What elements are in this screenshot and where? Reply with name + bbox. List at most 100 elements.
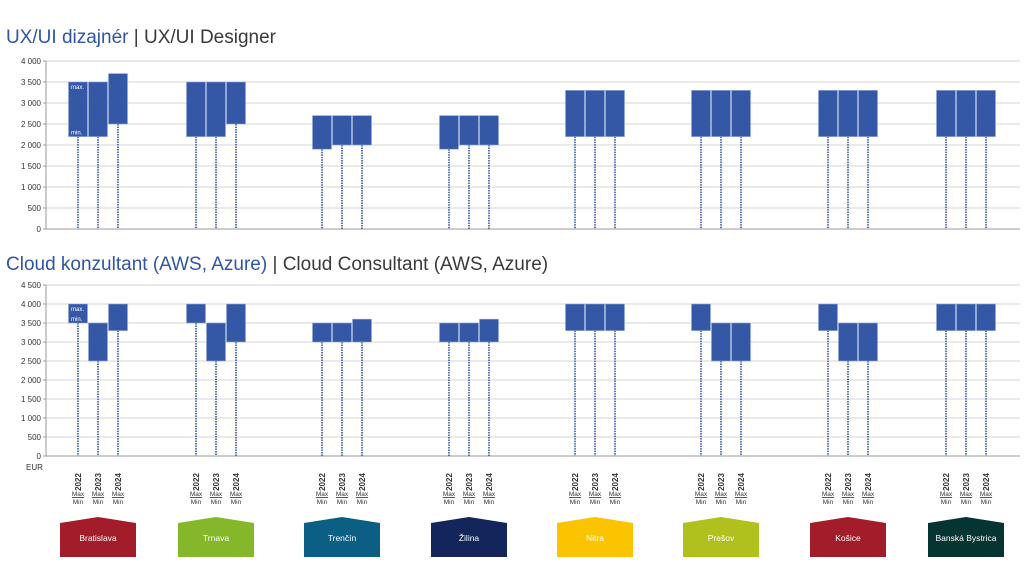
x-min-label: Min [191,499,202,506]
x-max-label: Max [609,491,622,498]
range-bar [838,322,858,362]
title-en: UX/UI Designer [144,27,276,48]
x-max-label: Max [463,491,476,498]
x-year-label: 2024 [864,473,873,491]
y-tick-label: 1 000 [21,183,42,192]
x-year-label: 2023 [212,473,221,491]
x-year-label: 2024 [114,473,123,491]
x-year-label: 2023 [717,473,726,491]
x-min-label: Min [610,499,621,506]
range-bar [585,90,605,137]
x-min-label: Min [231,499,242,506]
x-year-label: 2022 [74,473,83,491]
x-year-label: 2024 [982,473,991,491]
range-bar [936,303,956,331]
range-bar [479,115,499,146]
title-sk: Cloud konzultant (AWS, Azure) [6,254,268,275]
x-year-label: 2022 [445,473,454,491]
chart-title-cloud: Cloud konzultant (AWS, Azure) | Cloud Co… [6,254,548,276]
title-sep: | [267,254,283,275]
y-tick-label: 0 [37,452,42,461]
x-max-label: Max [980,491,993,498]
bar-min-label: min. [71,131,83,137]
x-max-label: Max [960,491,973,498]
x-max-label: Max [822,491,835,498]
y-tick-label: 2 500 [21,357,42,366]
y-tick-label: 2 000 [21,141,42,150]
range-bar [838,90,858,137]
range-bar [858,322,878,362]
y-tick-label: 4 000 [21,57,42,66]
y-tick-label: 1 000 [21,414,42,423]
x-year-label: 2022 [942,473,951,491]
x-max-label: Max [569,491,582,498]
region-badge [304,517,380,557]
x-year-label: 2022 [571,473,580,491]
chart-title-ux-ui: UX/UI dizajnér | UX/UI Designer [6,27,276,49]
region-badge [928,517,1004,557]
bar-max-label: max. [71,307,84,313]
range-bar [226,81,246,125]
x-year-label: 2024 [611,473,620,491]
x-year-label: 2022 [697,473,706,491]
y-tick-label: 0 [37,225,42,234]
x-year-label: 2023 [844,473,853,491]
y-tick-label: 3 500 [21,319,42,328]
x-min-label: Min [464,499,475,506]
x-max-label: Max [715,491,728,498]
x-max-label: Max [72,491,85,498]
x-max-label: Max [316,491,329,498]
y-tick-label: 2 500 [21,120,42,129]
range-bar [459,322,479,343]
x-year-label: 2023 [962,473,971,491]
range-bar [605,303,625,331]
x-max-label: Max [443,491,456,498]
x-year-label: 2022 [318,473,327,491]
x-min-label: Min [843,499,854,506]
range-bar [332,115,352,146]
y-tick-label: 3 000 [21,338,42,347]
range-bar [68,303,88,324]
y-tick-label: 1 500 [21,162,42,171]
x-min-label: Min [696,499,707,506]
x-min-label: Min [484,499,495,506]
bar-min-label: min. [71,317,83,323]
region-label: Košice [835,533,861,543]
range-bar [956,303,976,331]
region-label: Prešov [708,533,735,543]
range-bar [439,115,459,150]
range-bar [956,90,976,137]
x-max-label: Max [230,491,243,498]
y-tick-label: 500 [28,204,42,213]
region-label: Trenčín [328,533,357,543]
x-max-label: Max [92,491,105,498]
x-max-label: Max [356,491,369,498]
x-year-label: 2023 [94,473,103,491]
range-bar [88,81,108,137]
y-tick-label: 2 000 [21,376,42,385]
x-min-label: Min [863,499,874,506]
bar-max-label: max. [71,85,84,91]
x-max-label: Max [190,491,203,498]
y-tick-label: 4 500 [21,281,42,290]
x-min-label: Min [444,499,455,506]
range-bar [731,90,751,137]
x-min-label: Min [823,499,834,506]
range-bar [691,303,711,331]
range-bar [108,303,128,331]
y-tick-label: 3 500 [21,78,42,87]
x-year-label: 2024 [485,473,494,491]
x-max-label: Max [695,491,708,498]
x-max-label: Max [112,491,125,498]
x-max-label: Max [483,491,496,498]
x-min-label: Min [570,499,581,506]
title-sep: | [128,27,144,48]
region-badge [431,517,507,557]
x-min-label: Min [716,499,727,506]
region-badge [178,517,254,557]
region-badge [557,517,633,557]
range-bar [976,90,996,137]
x-min-label: Min [961,499,972,506]
range-bar [691,90,711,137]
range-bar [332,322,352,343]
